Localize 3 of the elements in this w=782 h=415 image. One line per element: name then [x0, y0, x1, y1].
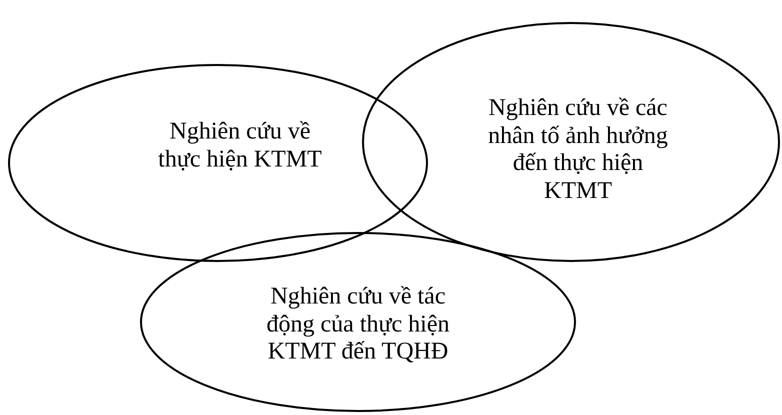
- circle-label: Nghiên cứu về tác động của thực hiện KTMT đến TQHĐ: [266, 284, 450, 366]
- circle-label: Nghiên cứu về các nhân tố ảnh hưởng đến thực hiện KTMT: [487, 94, 669, 206]
- circle-label: Nghiên cứu về thực hiện KTMT: [157, 118, 323, 174]
